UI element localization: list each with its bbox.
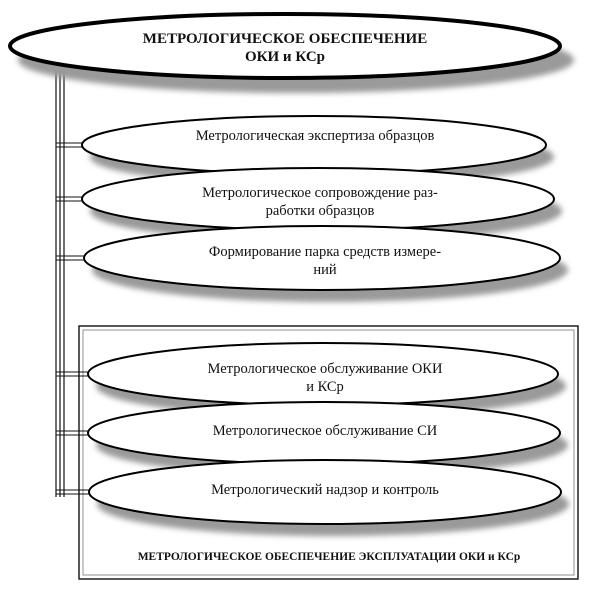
group-node-label-2: Метрологическое обслуживание СИ — [110, 422, 540, 440]
title-ellipse — [8, 12, 574, 93]
exploitation-group-frame — [78, 325, 579, 580]
group-node-ellipse-1 — [87, 342, 566, 417]
group-node-label-3: Метрологический надзор и контроль — [110, 481, 540, 499]
node-label-2: Метрологическое сопровождение раз- работ… — [110, 184, 530, 220]
group-node-ellipse-3 — [88, 459, 569, 536]
group-node-ellipse-2 — [87, 401, 568, 476]
group-node-label-3-line-1: Метрологический надзор и контроль — [211, 482, 439, 498]
group-node-label-1-line-1: Метрологическое обслуживание ОКИ — [207, 361, 443, 377]
title-line-1: МЕТРОЛОГИЧЕСКОЕ ОБЕСПЕЧЕНИЕ — [142, 31, 428, 47]
title-line-2: ОКИ и КСр — [244, 49, 326, 65]
node-label-2-line-2: работки образцов — [265, 203, 375, 219]
group-node-label-1: Метрологическое обслуживание ОКИ и КСр — [110, 360, 540, 396]
connector-trunk — [55, 68, 65, 497]
node-label-2-line-1: Метрологическое сопровождение раз- — [202, 185, 438, 201]
node-ellipse-3 — [83, 225, 568, 302]
node-label-3-line-1: Формирование парка средств измере- — [208, 244, 442, 260]
group-node-label-2-line-1: Метрологическое обслуживание СИ — [212, 423, 438, 439]
node-label-1-line-1: Метрологическая экспертиза образцов — [195, 128, 435, 144]
node-ellipse-2 — [81, 167, 562, 242]
node-label-3-line-2: ний — [313, 262, 337, 278]
group-node-label-1-line-2: и КСр — [306, 379, 344, 395]
group-caption: МЕТРОЛОГИЧЕСКОЕ ОБЕСПЕЧЕНИЕ ЭКСПЛУАТАЦИИ… — [137, 551, 521, 563]
connector-branches — [56, 142, 94, 495]
node-label-1: Метрологическая экспертиза образцов — [110, 127, 520, 145]
title-text: МЕТРОЛОГИЧЕСКОЕ ОБЕСПЕЧЕНИЕ ОКИ и КСр — [40, 30, 530, 66]
node-label-3: Формирование парка средств измере- ний — [110, 243, 540, 279]
